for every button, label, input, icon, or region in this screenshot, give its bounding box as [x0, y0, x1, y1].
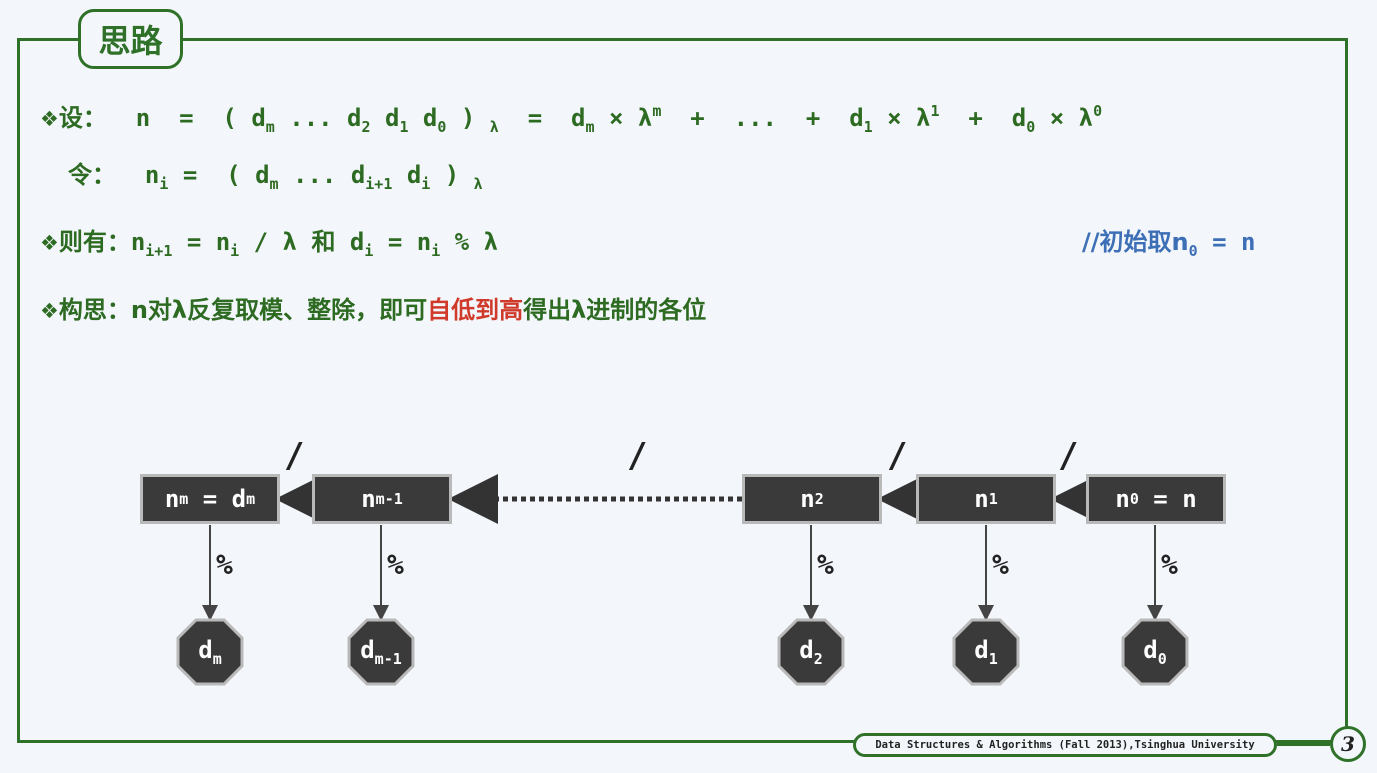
div-symbol: / [1058, 436, 1079, 476]
div-symbol: / [627, 436, 648, 476]
mod-symbol: % [1161, 548, 1178, 581]
div-symbol: / [887, 436, 908, 476]
bullet-icon: ❖ [40, 299, 59, 323]
recurrence-line: ❖则有：ni+1 = ni / λ 和 di = ni % λ [40, 228, 499, 260]
definition-line: ❖设： n = ( dm ... d2 d1 d0 ) λ = dm × λm … [40, 102, 1103, 136]
bullet-icon: ❖ [40, 231, 59, 255]
slide-frame [17, 38, 1348, 743]
slide-title: 思路 [78, 9, 183, 69]
course-footer: Data Structures & Algorithms (Fall 2013)… [853, 733, 1277, 757]
digit-d-m-1: dm-1 [347, 618, 415, 686]
page-number: 3 [1330, 726, 1366, 762]
digit-d-1: d1 [952, 618, 1020, 686]
footer-connector [1277, 743, 1330, 746]
mod-symbol: % [387, 548, 404, 581]
mod-symbol: % [817, 548, 834, 581]
bullet-icon: ❖ [40, 107, 59, 131]
init-comment: //初始取n0 = n [1082, 228, 1256, 260]
digit-d-2: d2 [777, 618, 845, 686]
mod-symbol: % [216, 548, 233, 581]
let-line: 令： ni = ( dm ... di+1 di ) λ [68, 161, 483, 193]
digit-d-0: d0 [1121, 618, 1189, 686]
idea-line: ❖构思：n对λ反复取模、整除，即可自低到高得出λ进制的各位 [40, 296, 707, 324]
highlight-text: 自低到高 [427, 296, 524, 324]
mod-symbol: % [992, 548, 1009, 581]
digit-d-m: dm [176, 618, 244, 686]
div-symbol: / [284, 436, 305, 476]
